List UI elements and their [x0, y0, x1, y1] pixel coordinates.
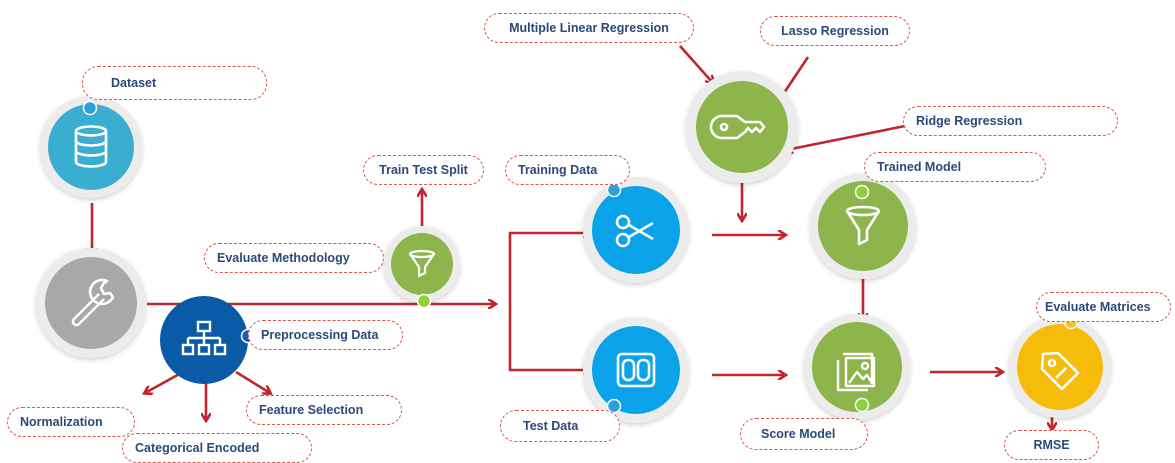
label-preprocessing: Preprocessing Data	[248, 320, 403, 350]
arrow-branch-to-training	[508, 233, 590, 304]
label-normalization: Normalization	[7, 407, 135, 437]
label-trained-model: Trained Model	[864, 152, 1046, 182]
score-dot	[854, 397, 870, 413]
regression-node	[686, 71, 798, 183]
funnel-icon	[408, 249, 436, 278]
arrow-branch-to-test	[508, 304, 590, 370]
label-multiple-linear-regression: Multiple Linear Regression	[484, 13, 694, 43]
arrow-hierarchy-to-normalization	[145, 370, 184, 393]
toggle-switch-icon	[616, 352, 656, 388]
label-evaluate-methodology: Evaluate Methodology	[204, 243, 384, 273]
training-node	[583, 177, 689, 283]
label-categorical: Categorical Encoded	[122, 433, 312, 463]
preprocessing-node	[36, 248, 146, 358]
test-dot	[606, 398, 622, 414]
label-training-data: Training Data	[505, 155, 630, 185]
scissors-icon	[615, 214, 654, 248]
hierarchy-icon	[181, 320, 227, 356]
test-node	[583, 317, 689, 423]
trained-dot	[854, 184, 870, 200]
image-gallery-icon	[836, 352, 876, 392]
split-node	[384, 226, 460, 302]
split-dot	[416, 293, 432, 309]
label-train-test-split: Train Test Split	[363, 155, 484, 185]
label-rmse: RMSE	[1004, 430, 1099, 460]
evaluate-node	[1009, 316, 1111, 418]
label-lasso-regression: Lasso Regression	[760, 16, 910, 46]
label-score-model: Score Model	[740, 418, 868, 450]
trained-model-node	[810, 173, 916, 279]
arrow-hierarchy-to-feature-selection	[235, 370, 270, 393]
training-dot	[606, 182, 622, 198]
label-evaluate-matrices: Evaluate Matrices	[1036, 292, 1171, 322]
label-test-data: Test Data	[500, 410, 620, 442]
arrow-ridge-to-key	[786, 124, 906, 150]
tag-icon	[1040, 351, 1080, 391]
label-feature-selection: Feature Selection	[246, 395, 402, 425]
database-icon	[74, 125, 108, 168]
arrow-multiple-linear-to-key	[679, 45, 713, 83]
hierarchy-node	[160, 296, 248, 384]
score-model-node	[804, 314, 910, 420]
dataset-dot	[82, 100, 98, 116]
funnel-icon	[845, 205, 881, 246]
label-ridge-regression: Ridge Regression	[903, 106, 1118, 136]
key-icon	[709, 114, 766, 140]
dataset-node	[40, 96, 142, 198]
label-dataset: Dataset	[82, 66, 267, 100]
wrench-icon	[71, 278, 115, 327]
